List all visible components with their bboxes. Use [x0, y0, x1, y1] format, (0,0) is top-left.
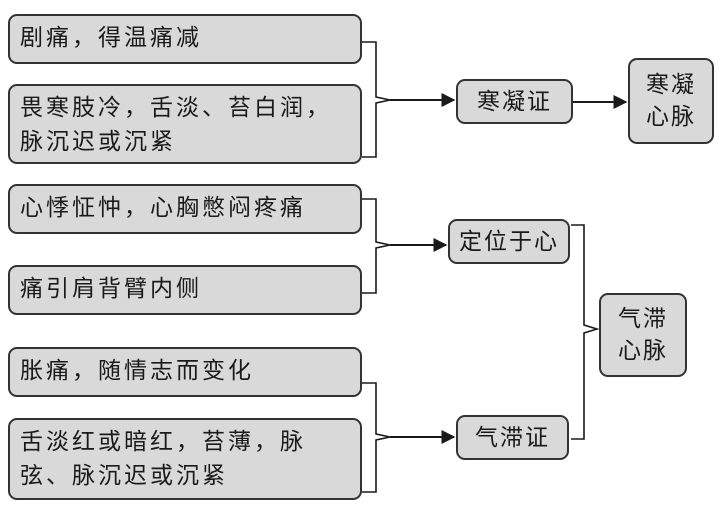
- symptom-box-severe-pain: 剧痛，得温痛减: [8, 14, 362, 64]
- syndrome-box-cold: 寒凝证: [456, 79, 573, 124]
- brace-location: [362, 198, 391, 294]
- syndrome-box-qi-stagnation: 气滞证: [456, 415, 569, 460]
- brace-qi: [362, 382, 391, 493]
- symptom-box-distending-pain: 胀痛，随情志而变化: [8, 347, 362, 397]
- symptom-box-cold-signs: 畏寒肢冷，舌淡、苔白润， 脉沉迟或沉紧: [8, 84, 362, 164]
- result-box-cold-heart-vessel: 寒凝 心脉: [628, 58, 714, 144]
- symptom-box-radiating-pain: 痛引肩背臂内侧: [8, 265, 362, 315]
- result-box-qi-heart-vessel: 气滞 心脉: [599, 293, 687, 377]
- symptom-box-qi-tongue-pulse: 舌淡红或暗红，苔薄，脉 弦、脉沉迟或沉紧: [8, 418, 362, 500]
- brace-combine: [571, 224, 600, 440]
- symptom-box-palpitation: 心悸怔忡，心胸憋闷疼痛: [8, 184, 362, 234]
- location-box-heart: 定位于心: [448, 219, 570, 264]
- brace-cold: [362, 41, 391, 158]
